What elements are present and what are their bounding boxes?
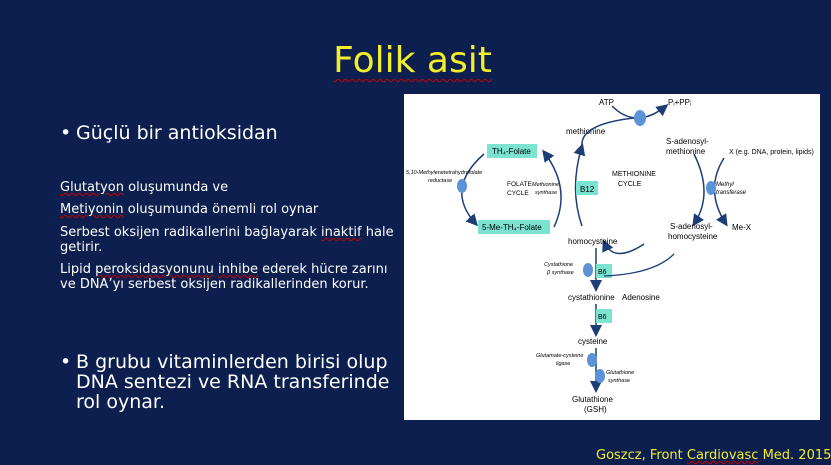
- met-cycle-right-arc: [692, 153, 705, 227]
- enzyme-dot: [595, 369, 605, 383]
- methionine-label: methionine: [566, 127, 606, 136]
- mex-label: Me-X: [732, 223, 752, 232]
- b6-label-1: B6: [598, 269, 607, 276]
- sah-label-1: S-adenosyl-: [670, 222, 713, 231]
- folate-cycle-label-1: FOLATE: [507, 181, 532, 188]
- bullet-dot-icon: •: [60, 351, 72, 373]
- bullet-dot-icon: •: [60, 122, 72, 144]
- met-cycle-top-arc: [581, 117, 635, 147]
- enzyme-dot: [457, 179, 467, 193]
- folate-cycle-label-2: CYCLE: [507, 190, 529, 197]
- th4-folate-box: [487, 144, 537, 158]
- bullet-antioxidant: • Güçlü bir antioksidan: [60, 122, 278, 144]
- me-folate-label: 5-Me-TH₄-Folate: [482, 223, 542, 232]
- enzyme-dot: [587, 353, 597, 367]
- line-radicals: Serbest oksijen radikallerini bağlayarak…: [60, 225, 394, 255]
- methyl-transferase-label-1: Methyl: [716, 182, 734, 188]
- gcl-label-1: Glutamate-cysteine: [536, 353, 583, 359]
- b6-box-2: [596, 309, 612, 323]
- x-acceptor-label: X (e.g. DNA, protein, lipids): [729, 149, 814, 156]
- ms-label-1: Methionine: [532, 182, 559, 188]
- sah-label-2: homocysteine: [668, 232, 718, 241]
- line-lipid: Lipid peroksidasyonunu inhibe ederek hüc…: [60, 262, 388, 292]
- folate-right-arc: [542, 149, 562, 228]
- enzyme-dot: [583, 263, 593, 277]
- slide-title: Folik asit: [333, 40, 492, 81]
- enzyme-dot: [634, 110, 646, 126]
- b12-label: B12: [580, 185, 595, 194]
- pathway-svg: ATP Pᵢ+PPᵢ methionine S-adenosyl- methio…: [406, 98, 814, 414]
- bullet-antioxidant-text: Güçlü bir antioksidan: [76, 122, 278, 144]
- pi-label: Pᵢ+PPᵢ: [668, 98, 691, 107]
- bullet-b-vitamin: • B grubu vitaminlerden birisi olup DNA …: [60, 351, 390, 413]
- cbs-label-2: β synthase: [546, 270, 574, 276]
- atp-label: ATP: [599, 98, 614, 107]
- folate-methionine-diagram: ATP Pᵢ+PPᵢ methionine S-adenosyl- methio…: [404, 94, 820, 420]
- th4-folate-label: TH₄-Folate: [492, 147, 531, 156]
- sam-label-1: S-adenosyl-: [666, 137, 709, 146]
- line-methionine: Metiyonin oluşumunda önemli rol oynar: [60, 202, 319, 217]
- glutathione-label-1: Glutathione: [572, 395, 613, 404]
- cbs-label-1: Cystathione: [544, 262, 573, 268]
- gcl-label-2: ligase: [556, 361, 570, 367]
- cysteine-label: cysteine: [578, 337, 608, 346]
- adenosine-label: Adenosine: [622, 293, 660, 302]
- b12-box: [576, 181, 598, 195]
- ms-label-2: synthase: [535, 190, 557, 196]
- reductase-label-2: reductase: [428, 178, 452, 184]
- met-cycle-label-2: CYCLE: [618, 181, 642, 188]
- gs-label-1: Glutathione: [606, 370, 634, 376]
- enzyme-dot: [706, 181, 716, 195]
- met-cycle-label-1: METHIONINE: [612, 171, 656, 178]
- adenosine-arc: [603, 253, 675, 277]
- gs-label-2: synthase: [608, 378, 630, 384]
- met-cycle-left-arc: [573, 143, 586, 227]
- methyl-transferase-label-2: transferase: [716, 190, 747, 196]
- glutathione-label-2: (GSH): [584, 405, 607, 414]
- b6-label-2: B6: [598, 314, 607, 321]
- line-glutathione: Glutatyon oluşumunda ve: [60, 180, 229, 195]
- citation: Goszcz, Front Cardiovasc Med. 2015: [596, 448, 831, 463]
- reductase-label-1: 5,10-Methylenetetrahydrofolate: [406, 170, 482, 176]
- met-cycle-bottom-arc: [602, 239, 645, 255]
- sam-label-2: methionine: [666, 147, 706, 156]
- homocysteine-label: homocysteine: [568, 237, 618, 246]
- me-folate-box: [478, 220, 550, 234]
- cystathionine-label: cystathionine: [568, 293, 615, 302]
- b6-box-1: [596, 264, 612, 278]
